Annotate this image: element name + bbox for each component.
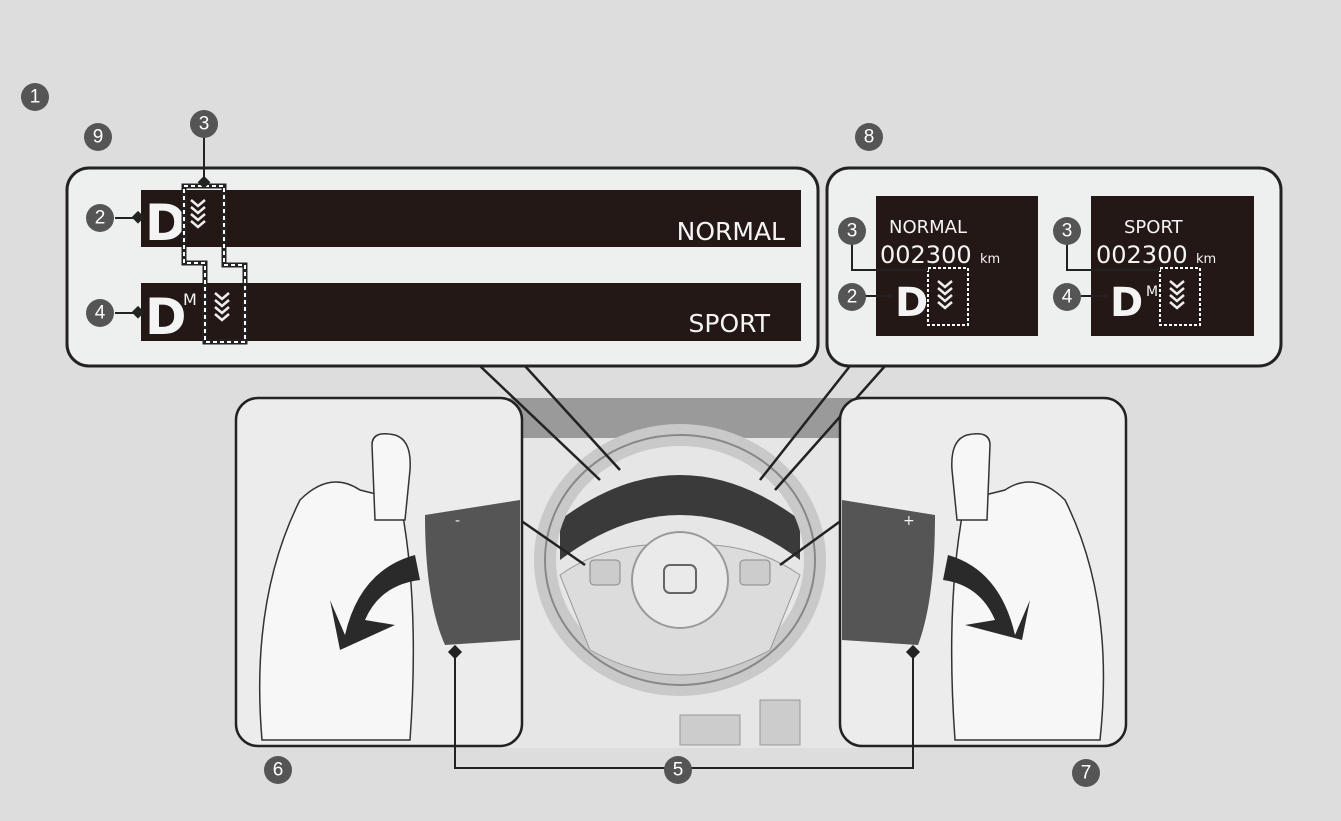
callout-3-normal: 3 xyxy=(838,217,866,245)
upshift-arrow-icon xyxy=(943,555,1030,640)
svg-text:D: D xyxy=(895,280,928,326)
svg-text:2: 2 xyxy=(847,287,858,308)
svg-text:D: D xyxy=(1110,280,1143,326)
callout-1: 1 xyxy=(21,83,49,111)
callout-4-sport: 4 xyxy=(1053,283,1081,311)
plus-paddle[interactable] xyxy=(842,500,935,645)
callout-7: 7 xyxy=(1072,759,1100,787)
svg-text:8: 8 xyxy=(864,127,875,148)
right-hand-inset: + xyxy=(838,396,1128,748)
svg-text:3: 3 xyxy=(1062,221,1073,242)
callout-3: 3 xyxy=(190,110,218,138)
svg-text:9: 9 xyxy=(93,127,104,148)
downshift-arrow-icon xyxy=(330,555,420,650)
callout-6: 6 xyxy=(264,756,292,784)
callout-2-normal: 2 xyxy=(838,283,866,311)
callout-5: 5 xyxy=(664,756,692,784)
honda-logo-icon xyxy=(663,564,697,594)
normal-display-panel xyxy=(876,196,1038,336)
svg-text:002300: 002300 xyxy=(1096,241,1188,269)
svg-text:7: 7 xyxy=(1081,763,1092,784)
svg-text:-: - xyxy=(455,513,460,529)
svg-text:km: km xyxy=(980,252,1000,267)
callout-8: 8 xyxy=(855,123,883,151)
svg-text:SPORT: SPORT xyxy=(1124,217,1184,238)
callout-2: 2 xyxy=(86,204,114,232)
callout-4: 4 xyxy=(86,299,114,327)
svg-text:6: 6 xyxy=(273,760,284,781)
gauge-display-callout: D NORMAL D M SPORT xyxy=(65,135,820,368)
svg-text:D: D xyxy=(145,194,187,252)
sport-display-panel xyxy=(1091,196,1254,336)
svg-text:2: 2 xyxy=(95,208,106,229)
minus-paddle[interactable] xyxy=(425,500,520,645)
svg-text:M: M xyxy=(183,290,197,309)
svg-text:M: M xyxy=(1146,284,1158,300)
svg-text:1: 1 xyxy=(30,87,41,108)
svg-text:5: 5 xyxy=(673,760,684,781)
svg-text:NORMAL: NORMAL xyxy=(677,217,785,246)
svg-text:3: 3 xyxy=(199,114,210,135)
callout-3-sport: 3 xyxy=(1053,217,1081,245)
svg-text:4: 4 xyxy=(1062,287,1073,308)
svg-text:002300: 002300 xyxy=(880,241,972,269)
svg-text:4: 4 xyxy=(95,303,106,324)
sport-mode-bar xyxy=(141,283,801,341)
svg-text:SPORT: SPORT xyxy=(689,309,771,338)
svg-text:+: + xyxy=(903,513,915,529)
left-hand-inset: - xyxy=(234,396,524,748)
svg-text:km: km xyxy=(1196,252,1216,267)
svg-text:NORMAL: NORMAL xyxy=(889,217,967,238)
mid-display-callout: NORMAL 002300 km D SPORT 002300 km D M xyxy=(825,166,1283,368)
svg-text:3: 3 xyxy=(847,221,858,242)
steering-wheel-illustration xyxy=(480,398,880,748)
callout-9: 9 xyxy=(84,123,112,151)
svg-text:D: D xyxy=(145,288,187,346)
normal-mode-bar xyxy=(141,190,801,247)
